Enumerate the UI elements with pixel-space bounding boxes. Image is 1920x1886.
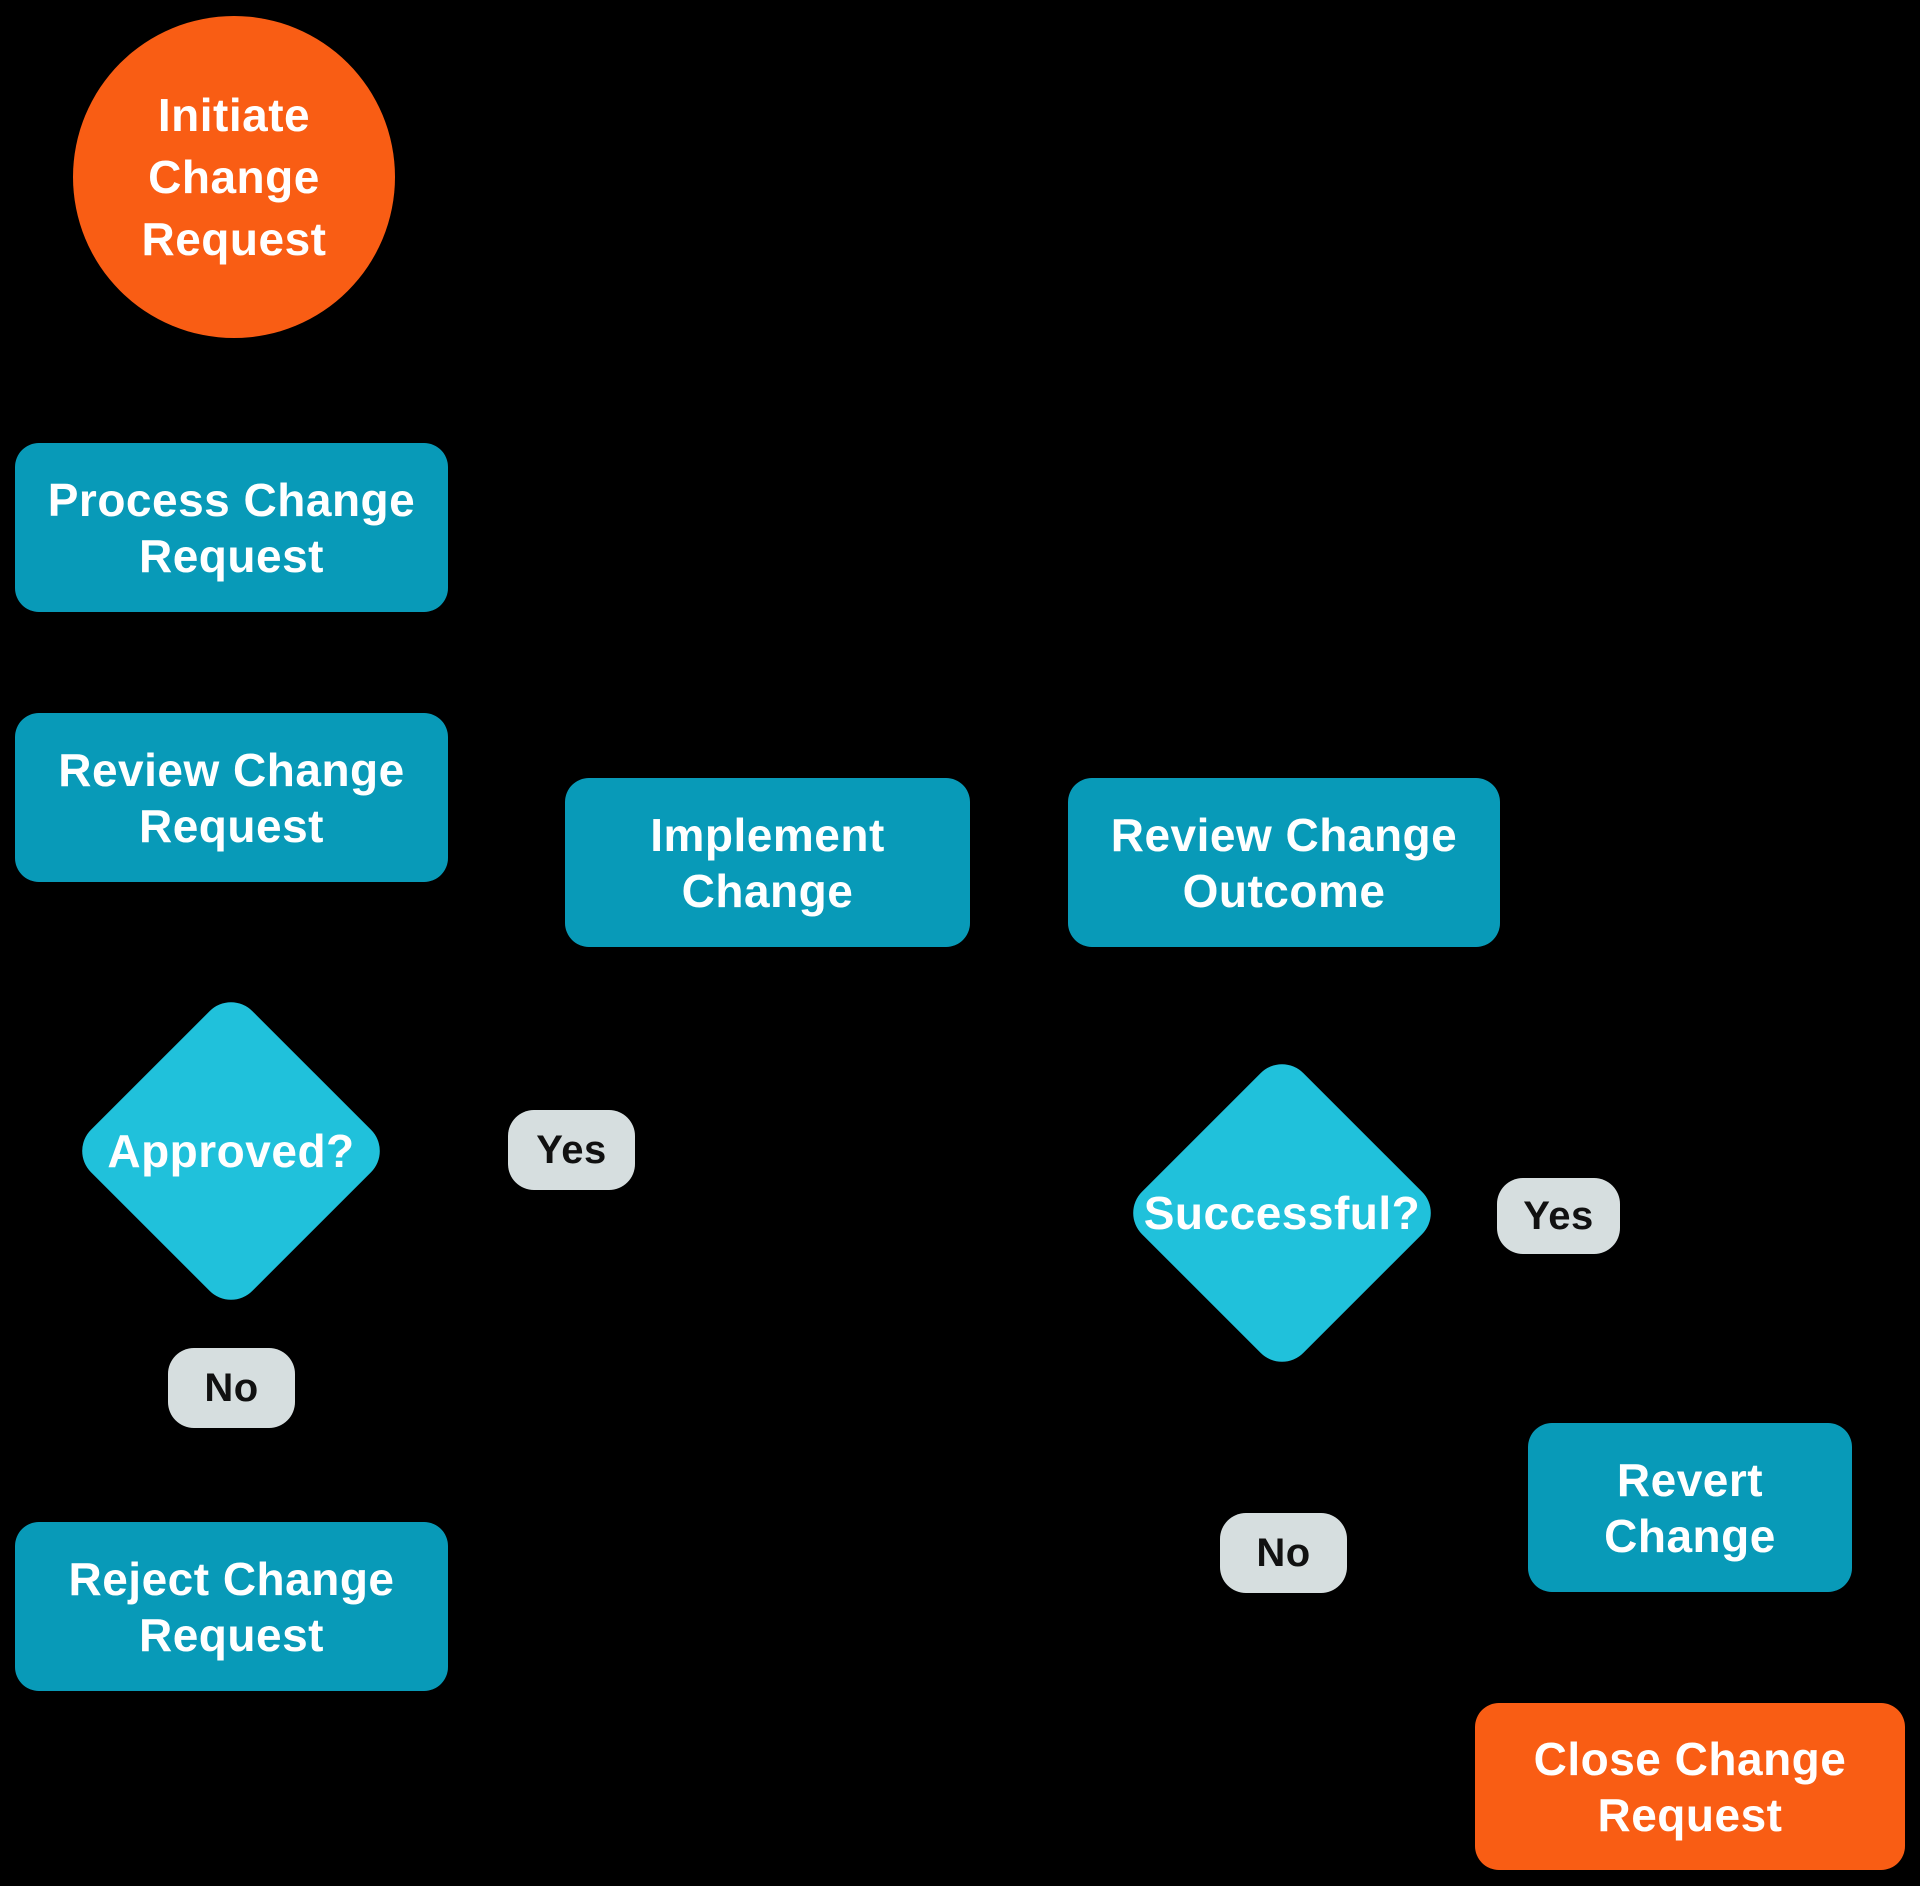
node-review-change-request: Review Change Request xyxy=(15,713,448,882)
node-close-change-request: Close Change Request xyxy=(1475,1703,1905,1870)
edge-label-approved-yes-text: Yes xyxy=(536,1128,607,1172)
node-initiate-change-request: Initiate Change Request xyxy=(73,16,395,338)
node-process-change-request: Process Change Request xyxy=(15,443,448,612)
node-successful-label: Successful? xyxy=(1143,1187,1421,1239)
edge-label-approved-no: No xyxy=(168,1348,295,1428)
node-process-label: Process Change Request xyxy=(47,473,416,582)
node-approved-decision: Approved? xyxy=(69,989,393,1313)
edge-label-successful-yes: Yes xyxy=(1497,1178,1620,1254)
node-revert-label: Revert Change xyxy=(1604,1453,1776,1562)
node-reject-label: Reject Change Request xyxy=(68,1552,395,1661)
node-successful-decision: Successful? xyxy=(1120,1051,1444,1375)
node-revert-change: Revert Change xyxy=(1528,1423,1852,1592)
node-review-outcome-label: Review Change Outcome xyxy=(1110,808,1458,917)
node-reject-change-request: Reject Change Request xyxy=(15,1522,448,1691)
node-approved-label: Approved? xyxy=(107,1125,355,1177)
edge-label-approved-no-text: No xyxy=(204,1366,259,1410)
node-initiate-label: Initiate Change Request xyxy=(141,89,327,265)
node-review-request-label: Review Change Request xyxy=(58,743,405,852)
edge-label-successful-no-text: No xyxy=(1256,1531,1311,1575)
node-close-label: Close Change Request xyxy=(1533,1732,1847,1841)
node-review-change-outcome: Review Change Outcome xyxy=(1068,778,1500,947)
edge-label-successful-no: No xyxy=(1220,1513,1347,1593)
edge-label-successful-yes-text: Yes xyxy=(1523,1194,1594,1238)
node-implement-change: Implement Change xyxy=(565,778,970,947)
edge-label-approved-yes: Yes xyxy=(508,1110,635,1190)
node-implement-label: Implement Change xyxy=(650,808,885,917)
